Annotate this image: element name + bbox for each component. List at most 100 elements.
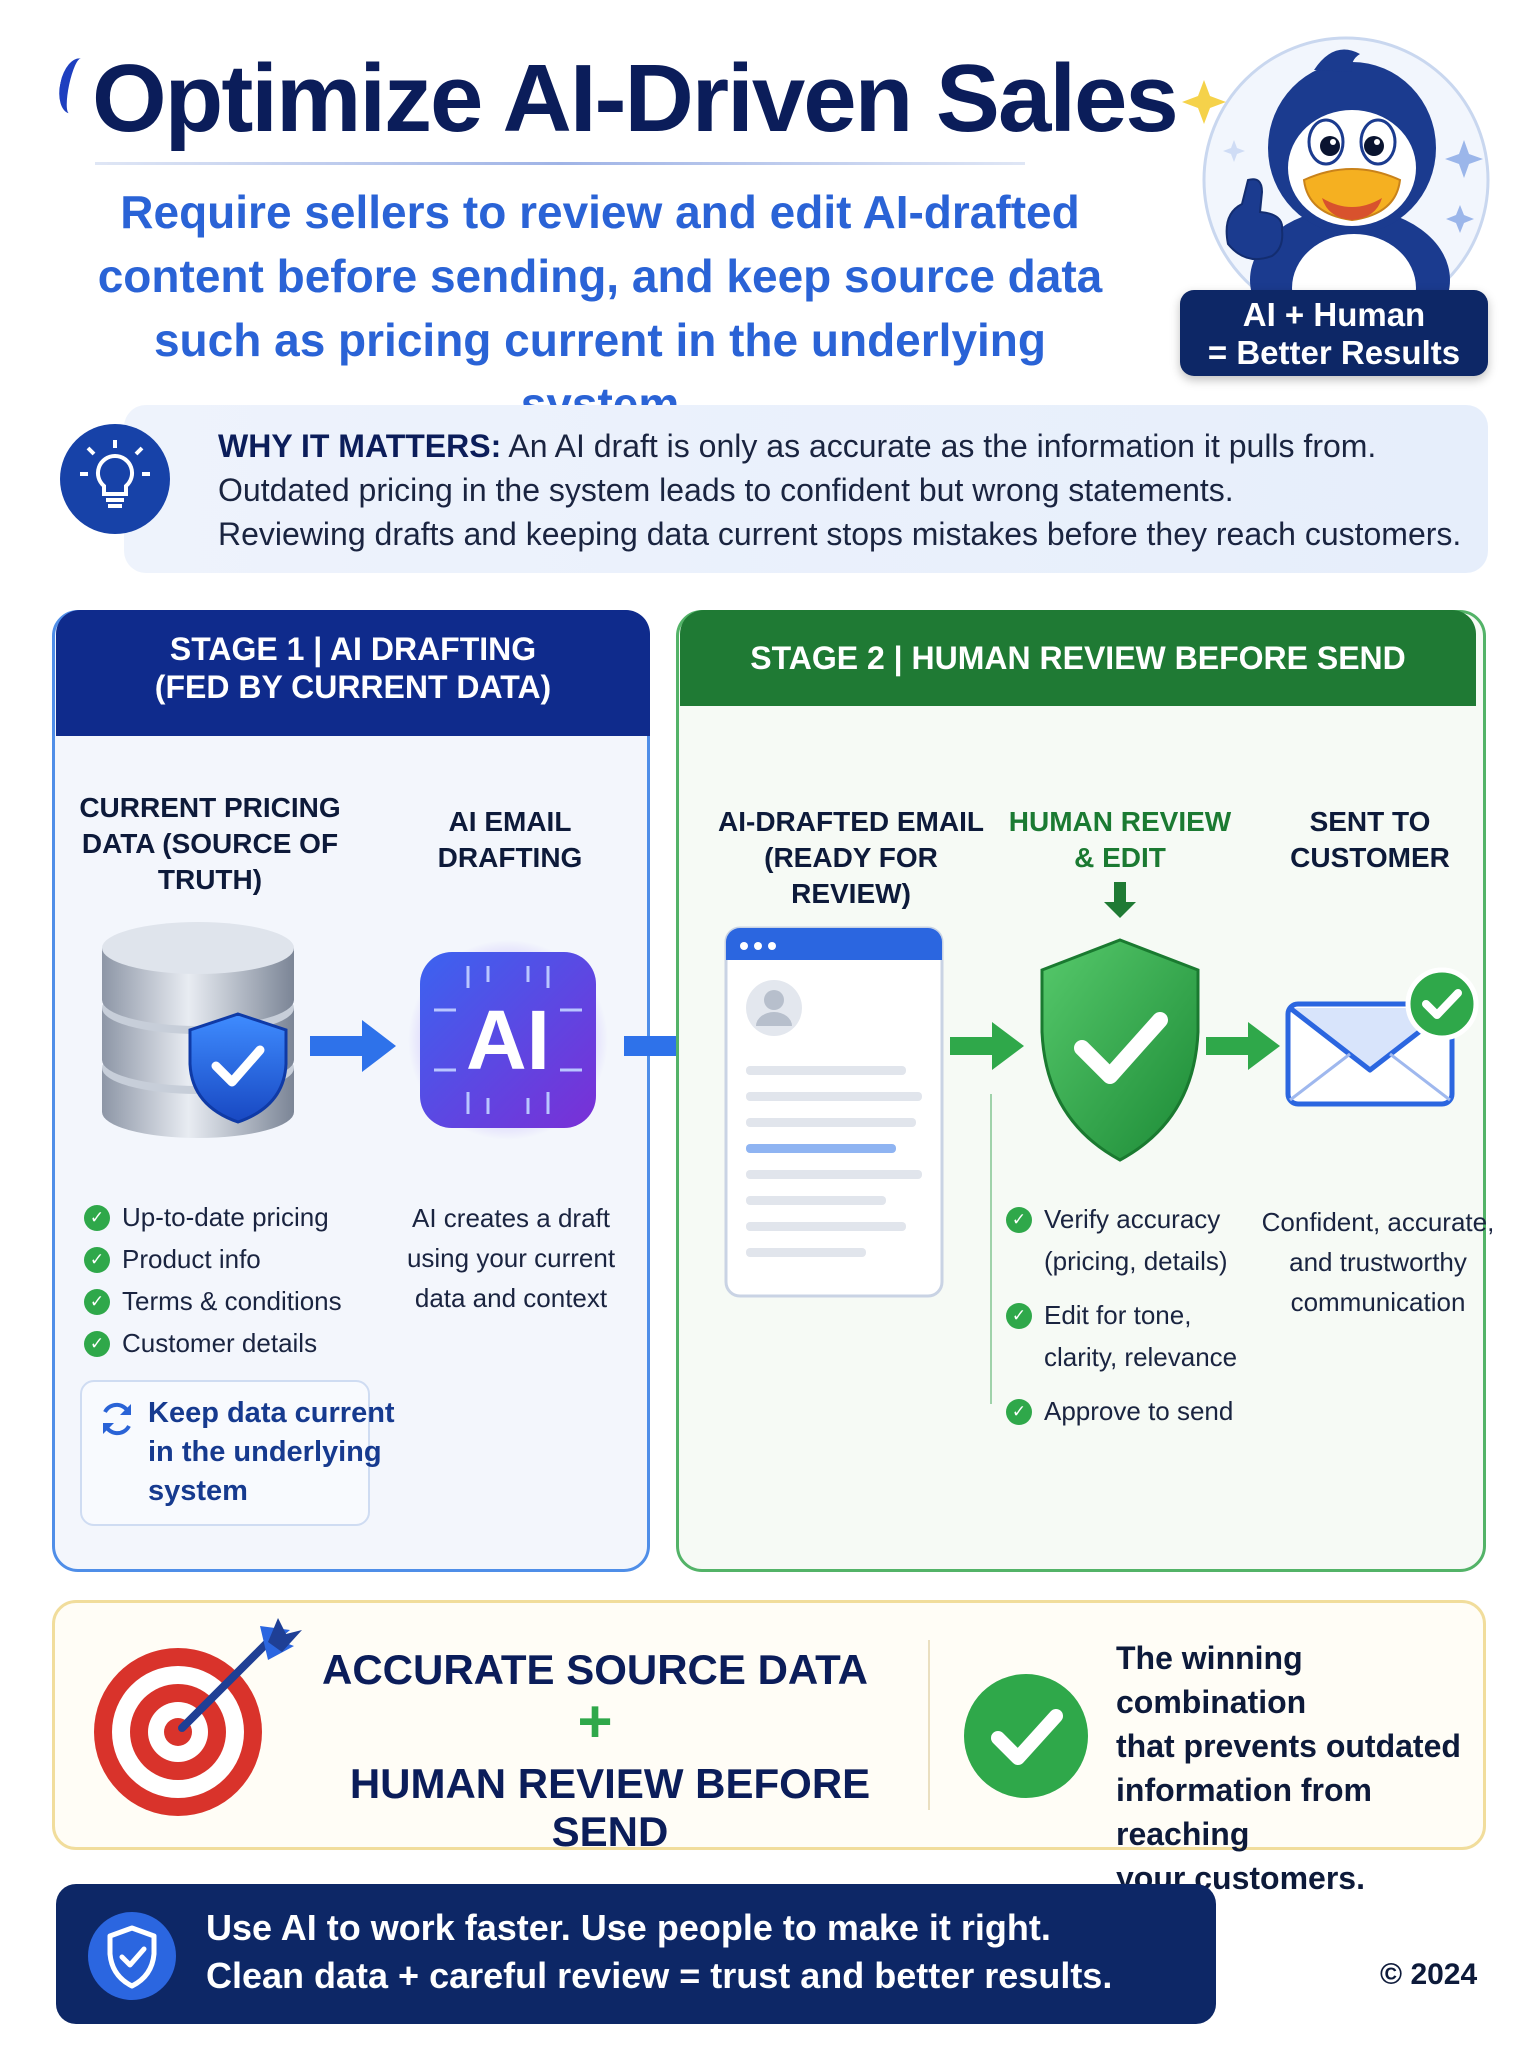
footer-line1: Use AI to work faster. Use people to mak…	[206, 1907, 1051, 1948]
check-icon: ✓	[84, 1247, 110, 1273]
arrow-right-icon	[948, 1018, 1028, 1079]
keep-data-current-text: Keep data current in the underlying syst…	[148, 1394, 395, 1511]
footer-text: Use AI to work faster. Use people to mak…	[206, 1904, 1112, 2000]
mascot-badge-line2: = Better Results	[1207, 334, 1461, 371]
ai-drafting-desc: AI creates a draft using your current da…	[396, 1198, 626, 1318]
pricing-data-title: CURRENT PRICING DATA (SOURCE OF TRUTH)	[70, 790, 350, 898]
why-it-matters-text: WHY IT MATTERS: An AI draft is only as a…	[218, 424, 1468, 556]
refresh-icon	[98, 1400, 136, 1443]
ai-drafted-email-title-line1: AI-DRAFTED EMAIL	[718, 806, 984, 837]
keep-line1: Keep data current	[148, 1397, 395, 1429]
review-timeline-line	[990, 1094, 992, 1404]
list-item-label: Edit for tone,	[1044, 1300, 1192, 1330]
check-icon: ✓	[1006, 1207, 1032, 1233]
envelope-check-icon	[1282, 964, 1482, 1144]
combo-desc-line3: information from reaching	[1116, 1772, 1372, 1852]
list-item: ✓ Terms & conditions	[84, 1280, 342, 1322]
ai-drafting-desc-line3: data and context	[414, 1283, 608, 1313]
check-icon: ✓	[84, 1289, 110, 1315]
sent-to-customer-desc: Confident, accurate, and trustworthy com…	[1258, 1202, 1498, 1322]
footer-line2: Clean data + careful review = trust and …	[206, 1955, 1113, 1996]
combo-plus: +	[577, 1688, 613, 1755]
why-line2: Outdated pricing in the system leads to …	[218, 472, 1234, 508]
combo-desc-line1: The winning combination	[1116, 1640, 1307, 1720]
pricing-data-list: ✓ Up-to-date pricing ✓ Product info ✓ Terms…	[84, 1196, 342, 1364]
why-it-matters-panel	[124, 405, 1488, 573]
combo-divider	[928, 1640, 930, 1810]
keep-line2: in the underlying	[148, 1436, 382, 1468]
why-label: WHY IT MATTERS:	[218, 428, 502, 464]
stage2-header: STAGE 2 | HUMAN REVIEW BEFORE SEND	[680, 610, 1476, 706]
stage1-title: STAGE 1 | AI DRAFTING	[169, 631, 537, 667]
stage1-header: STAGE 1 | AI DRAFTING (FED BY CURRENT DA…	[56, 610, 650, 736]
ai-chip-label: AI	[466, 993, 550, 1087]
sent-desc-line2: and trustworthy	[1289, 1247, 1467, 1277]
list-item-label: (pricing, details)	[1044, 1246, 1228, 1276]
ai-drafting-title: AI EMAIL DRAFTING	[410, 804, 610, 876]
combo-line1: ACCURATE SOURCE DATA	[322, 1646, 868, 1693]
combo-description: The winning combination that prevents ou…	[1116, 1636, 1476, 1900]
list-item-label: Up-to-date pricing	[122, 1202, 329, 1232]
human-review-title-line1: HUMAN REVIEW	[1008, 806, 1232, 837]
ai-drafted-email-title-line2: (READY FOR REVIEW)	[764, 842, 938, 909]
list-item: ✓ Approve to send	[1006, 1390, 1246, 1432]
check-icon: ✓	[84, 1205, 110, 1231]
list-item: ✓ Verify accuracy (pricing, details)	[1006, 1198, 1246, 1282]
keep-data-current-box	[80, 1380, 370, 1526]
list-item: ✓ Edit for tone, clarity, relevance	[1006, 1294, 1246, 1378]
list-item-label: Verify accuracy	[1044, 1204, 1221, 1234]
sent-desc-line3: communication	[1290, 1287, 1466, 1317]
ai-chip-icon	[408, 940, 608, 1140]
pricing-data-title-line1: CURRENT PRICING	[79, 792, 341, 823]
ai-drafting-title-line1: AI EMAIL	[448, 806, 572, 837]
human-review-title: HUMAN REVIEW & EDIT	[1000, 804, 1240, 876]
mascot-badge: AI + Human = Better Results	[1180, 290, 1488, 376]
pricing-data-title-line2: DATA (SOURCE OF	[81, 828, 339, 859]
list-item-label: Approve to send	[1044, 1396, 1234, 1426]
target-dart-icon	[92, 1612, 302, 1822]
ai-drafting-title-line2: DRAFTING	[437, 842, 583, 873]
database-shield-icon	[98, 918, 298, 1148]
email-draft-window-icon	[722, 924, 948, 1304]
page-title: Optimize AI-Driven Sales	[92, 45, 1179, 152]
sent-desc-line1: Confident, accurate,	[1261, 1207, 1495, 1237]
footer-banner	[56, 1884, 1216, 2024]
sent-to-customer-title: SENT TO CUSTOMER	[1270, 804, 1470, 876]
pricing-data-title-line3: TRUTH)	[157, 864, 263, 895]
green-shield-check-icon	[1030, 936, 1210, 1168]
arrow-right-icon	[1204, 1018, 1284, 1079]
ai-drafting-desc-line2: using your current	[406, 1243, 616, 1273]
stage1-subtitle: (FED BY CURRENT DATA)	[154, 669, 552, 705]
sent-title-line1: SENT TO	[1309, 806, 1431, 837]
keep-line3: system	[148, 1475, 248, 1507]
combo-line2: HUMAN REVIEW BEFORE SEND	[349, 1760, 871, 1855]
copyright: © 2024	[1380, 1958, 1478, 1991]
check-icon: ✓	[1006, 1399, 1032, 1425]
title-accent-mark	[54, 55, 96, 117]
list-item: ✓ Up-to-date pricing	[84, 1196, 342, 1238]
green-check-circle-icon	[962, 1672, 1090, 1800]
sent-title-line2: CUSTOMER	[1290, 842, 1450, 873]
check-icon: ✓	[84, 1331, 110, 1357]
list-item-label: Terms & conditions	[122, 1286, 342, 1316]
list-item: ✓ Customer details	[84, 1322, 342, 1364]
list-item-label: Product info	[122, 1244, 261, 1274]
check-icon: ✓	[1006, 1303, 1032, 1329]
arrow-down-icon	[1102, 880, 1138, 925]
why-line3: Reviewing drafts and keeping data curren…	[218, 516, 1462, 552]
human-review-title-line2: & EDIT	[1074, 842, 1166, 873]
shield-check-icon	[86, 1910, 178, 2002]
list-item-label: clarity, relevance	[1044, 1342, 1238, 1372]
combo-desc-line2: that prevents outdated	[1116, 1728, 1461, 1764]
review-steps-list: ✓ Verify accuracy (pricing, details) ✓ Edit…	[1006, 1198, 1246, 1432]
list-item: ✓ Product info	[84, 1238, 342, 1280]
list-item-label: Customer details	[122, 1328, 318, 1358]
lightbulb-icon	[60, 424, 170, 534]
ai-drafting-desc-line1: AI creates a draft	[412, 1203, 610, 1233]
page-subtitle: Require sellers to review and edit AI-dr…	[97, 186, 1103, 430]
arrow-right-icon	[308, 1016, 400, 1081]
why-line1: An AI draft is only as accurate as the i…	[501, 428, 1377, 464]
title-underline	[95, 162, 1025, 165]
mascot-badge-line1: AI + Human	[1242, 296, 1426, 333]
ai-drafted-email-title: AI-DRAFTED EMAIL (READY FOR REVIEW)	[706, 804, 996, 912]
